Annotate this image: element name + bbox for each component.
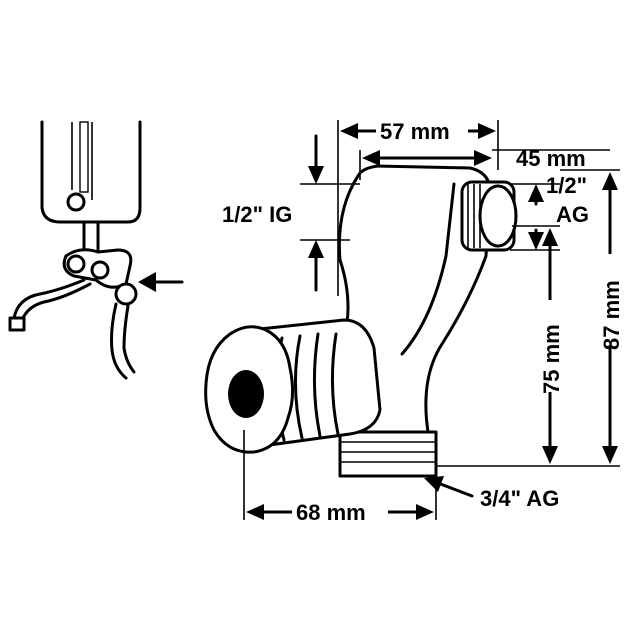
outlet-opening xyxy=(478,184,518,248)
label-inlet-thread: 1/2" IG xyxy=(222,202,292,227)
tank-gauge xyxy=(79,121,89,193)
valve-knob xyxy=(114,282,138,306)
spout xyxy=(12,278,86,320)
bottom-thread xyxy=(338,430,438,478)
valve-part xyxy=(204,164,518,478)
label-outlet-thread-top: 1/2" xyxy=(546,173,587,198)
spout-inner xyxy=(20,282,92,322)
tank-knob xyxy=(66,192,86,212)
knob-rib xyxy=(330,332,340,436)
label-width-top: 57 mm xyxy=(380,119,450,144)
bottom-fitting xyxy=(338,430,438,478)
hose-inner xyxy=(122,304,136,374)
hose xyxy=(110,302,128,380)
mixer-knob-left xyxy=(66,254,86,274)
knob-hole xyxy=(228,370,264,418)
dimension-lines xyxy=(243,120,620,520)
knob-rib xyxy=(312,332,322,438)
label-width-outlet: 45 mm xyxy=(516,146,586,171)
label-height-87: 87 mm xyxy=(599,280,624,350)
installation-sketch xyxy=(8,120,184,380)
label-outlet-thread-bottom: AG xyxy=(556,202,589,227)
label-bottom-thread: 3/4" AG xyxy=(480,486,559,511)
knob-rib xyxy=(293,334,304,440)
spout-tip xyxy=(8,316,26,332)
outlet-thread xyxy=(460,180,518,252)
pointer-arrow-head xyxy=(138,272,156,292)
mixer-knob-right xyxy=(90,260,110,280)
dimension-labels: 57 mm 45 mm 1/2" IG 1/2" AG 75 mm 87 mm … xyxy=(222,118,624,526)
heater-tank xyxy=(40,120,142,224)
label-depth-knob: 68 mm xyxy=(296,500,366,525)
body-contour xyxy=(400,182,456,356)
label-height-75: 75 mm xyxy=(539,324,564,394)
